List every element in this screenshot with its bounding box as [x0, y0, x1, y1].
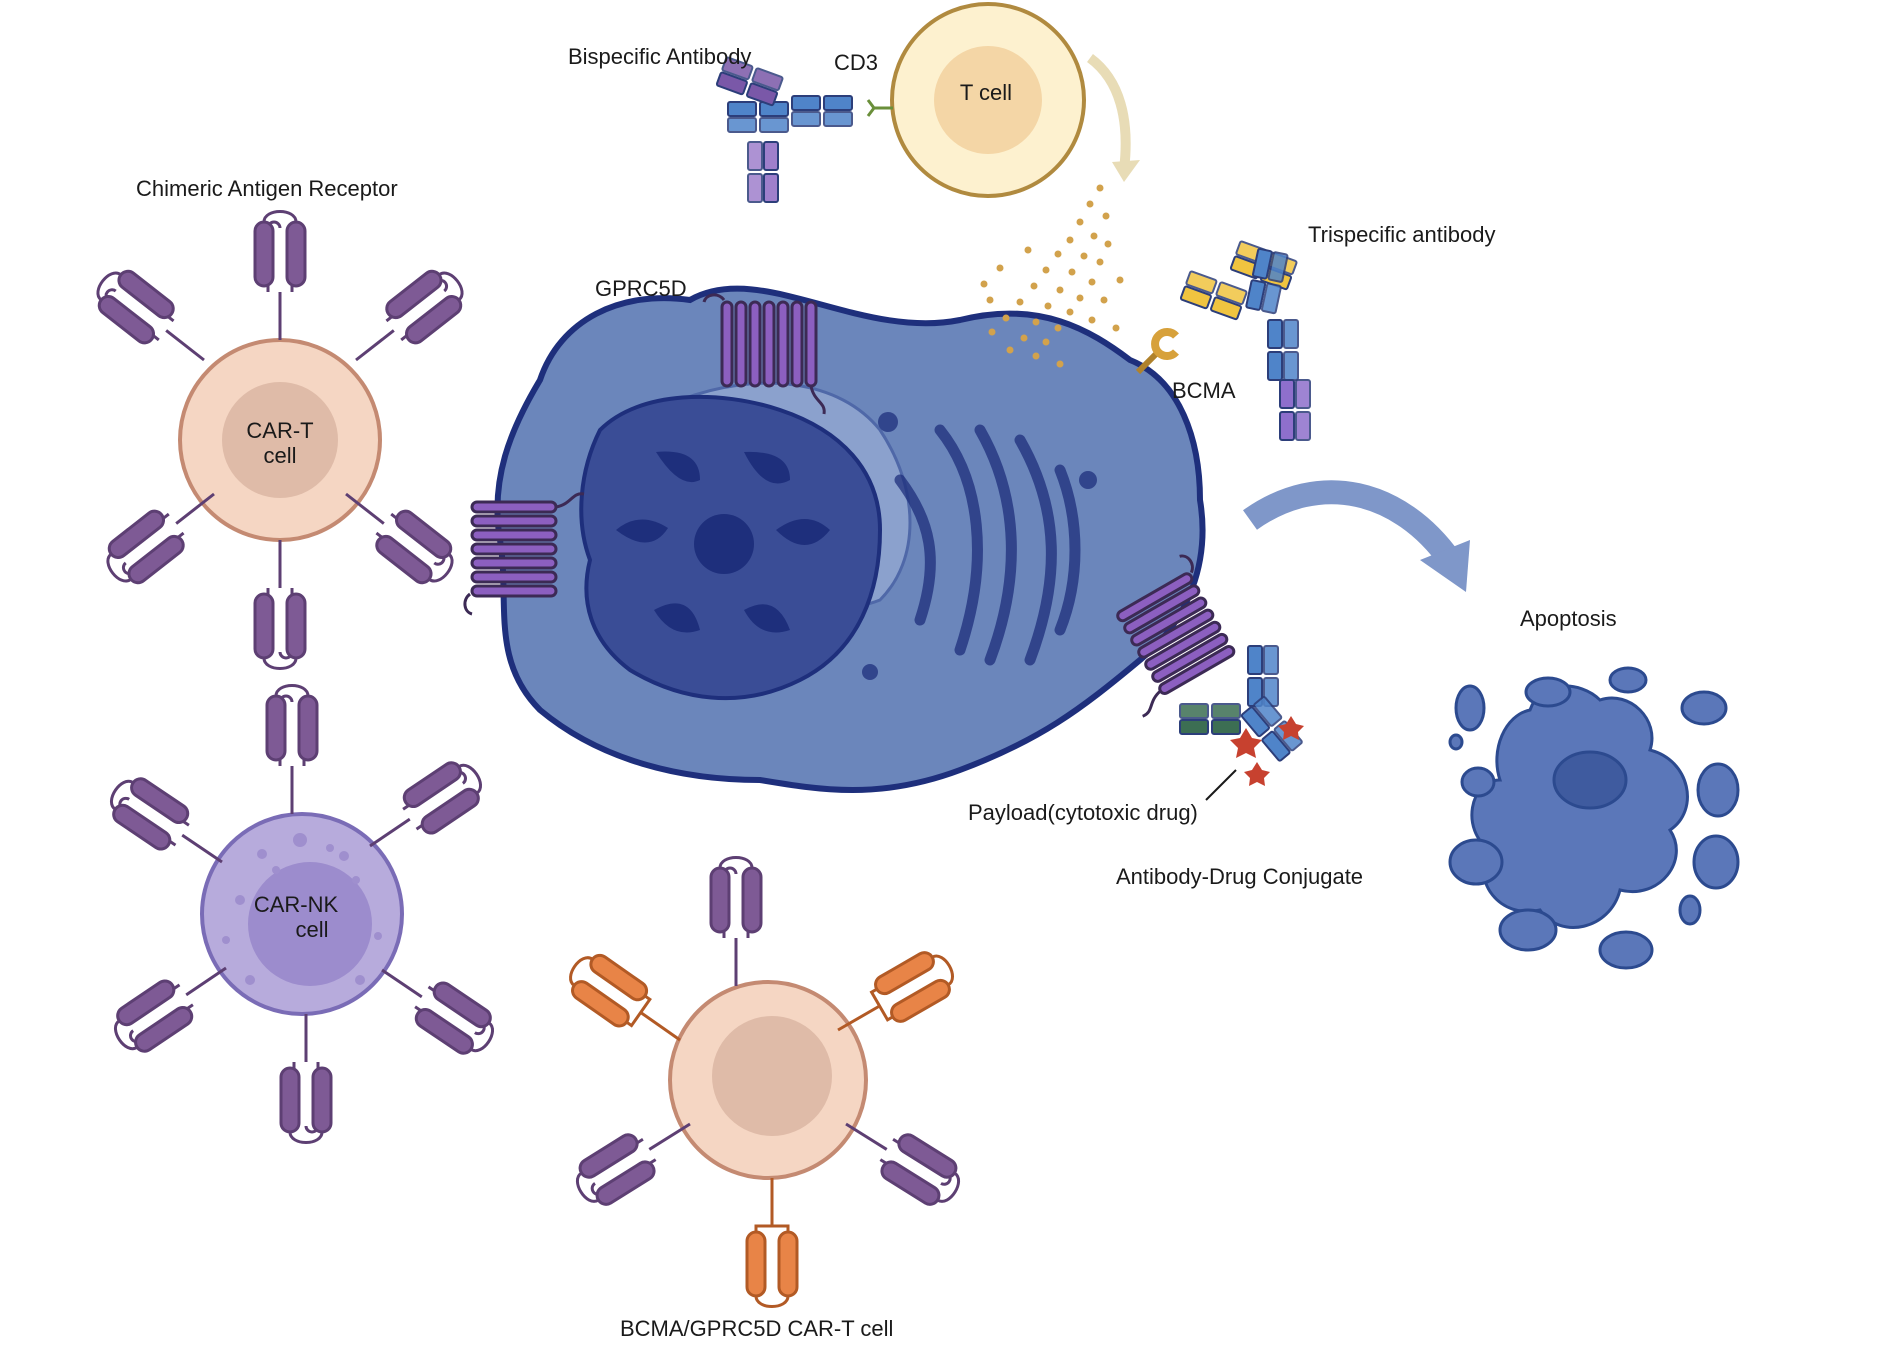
- label-gprc5d: GPRC5D: [595, 276, 687, 301]
- myeloma-cell: [494, 285, 1206, 793]
- label-antibody-drug-conjugate: Antibody-Drug Conjugate: [1116, 864, 1363, 889]
- label-dual-car-t: BCMA/GPRC5D CAR-T cell: [620, 1316, 893, 1341]
- cd3-receptor: [866, 99, 893, 117]
- apoptotic-cell: [1448, 666, 1740, 970]
- car-t-cell: CAR-T cell: [178, 338, 382, 542]
- bispecific-antibody: [715, 55, 853, 203]
- trispecific-antibody: [1179, 239, 1311, 441]
- car-t-label-2: cell: [263, 443, 296, 468]
- cytokine-arrow: [1086, 53, 1131, 171]
- car-nk-label-1: CAR-NK: [254, 892, 339, 917]
- cytotoxic-payload: [1230, 716, 1304, 786]
- antibody-drug-conjugate: [1179, 645, 1304, 801]
- label-cd3: CD3: [834, 50, 878, 75]
- label-apoptosis: Apoptosis: [1520, 606, 1617, 631]
- dual-car-t-cell: [668, 980, 868, 1180]
- bcma-receptor: [1135, 328, 1179, 375]
- label-chimeric-antigen-receptor: Chimeric Antigen Receptor: [136, 176, 398, 201]
- car-nk-label-2: cell: [295, 917, 328, 942]
- t-cell: T cell: [890, 2, 1086, 198]
- car-t-label-1: CAR-T: [246, 418, 313, 443]
- car-nk-cell: CAR-NK cell: [200, 812, 404, 1016]
- label-bispecific-antibody: Bispecific Antibody: [568, 44, 751, 69]
- cytokine-release: [980, 184, 1124, 368]
- label-trispecific-antibody: Trispecific antibody: [1308, 222, 1495, 247]
- label-payload: Payload(cytotoxic drug): [968, 800, 1198, 825]
- apoptosis-arrow: [1243, 480, 1460, 568]
- label-bcma: BCMA: [1172, 378, 1236, 403]
- t-cell-label: T cell: [960, 80, 1012, 105]
